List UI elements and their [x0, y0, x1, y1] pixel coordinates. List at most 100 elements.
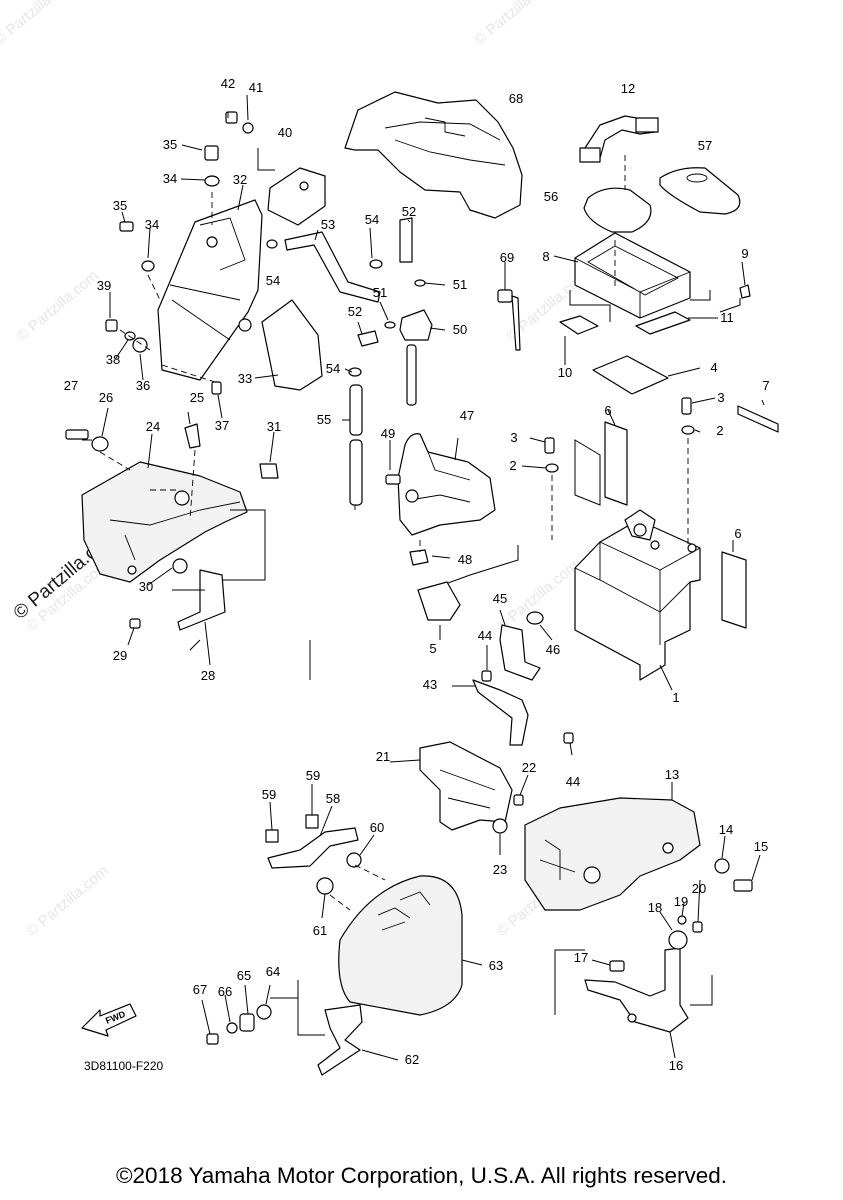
part-50-valve: [399, 309, 433, 406]
callout-39: 39: [97, 278, 111, 293]
part-43-bracket: [472, 679, 529, 746]
callout-66: 66: [218, 984, 232, 999]
leader-lines: [82, 94, 765, 1061]
callout-13: 13: [665, 767, 679, 782]
fwd-arrow-icon: FWD: [81, 1003, 137, 1037]
watermark-text: © Partzilla.com: [471, 0, 559, 49]
callout-12: 12: [621, 81, 635, 96]
part-61-grommet: [316, 877, 334, 895]
part-5-sheet: [417, 581, 461, 621]
callout-14: 14: [719, 822, 733, 837]
part-13-right-cover: [524, 797, 701, 911]
callout-58: 58: [326, 791, 340, 806]
callout-16: 16: [669, 1058, 683, 1073]
part-55-hose: [349, 384, 363, 506]
callout-56: 56: [544, 189, 558, 204]
callout-33: 33: [238, 371, 252, 386]
part-31-grommet: [259, 463, 279, 479]
callout-2: 2: [716, 423, 723, 438]
callout-36: 36: [136, 378, 150, 393]
callout-48: 48: [458, 552, 472, 567]
part-35-bolt: [119, 145, 219, 232]
callout-3: 3: [717, 390, 724, 405]
callout-50: 50: [453, 322, 467, 337]
part-47-tank: [397, 433, 496, 536]
part-48-grommet: [409, 549, 429, 566]
callout-24: 24: [146, 419, 160, 434]
part-62-bracket: [317, 1004, 363, 1076]
part-58-bracket: [267, 827, 359, 869]
callout-51: 51: [453, 277, 467, 292]
callout-53: 53: [321, 217, 335, 232]
part-15-bolt: [733, 879, 753, 892]
part-67-bolt: [206, 1033, 219, 1045]
part-3-bolt: [544, 397, 692, 454]
callout-labels: 1 2 2 3 3 4 5 6 6 7 8 9 10 11 12 13 14 1…: [64, 76, 770, 1073]
assembly-lines: [99, 155, 689, 911]
callout-20: 20: [692, 881, 706, 896]
callout-60: 60: [370, 820, 384, 835]
callout-35: 35: [163, 137, 177, 152]
callout-25: 25: [190, 390, 204, 405]
part-8-tray: [574, 232, 691, 319]
callout-9: 9: [741, 246, 748, 261]
callout-23: 23: [493, 862, 507, 877]
callout-29: 29: [113, 648, 127, 663]
part-51-clip: [384, 279, 426, 329]
callout-3: 3: [510, 430, 517, 445]
diagram-code: 3D81100-F220: [84, 1059, 163, 1073]
callout-46: 46: [546, 642, 560, 657]
part-64-grommet: [256, 1004, 272, 1020]
callout-61: 61: [313, 923, 327, 938]
callout-49: 49: [381, 426, 395, 441]
callout-68: 68: [509, 91, 523, 106]
callout-52: 52: [348, 304, 362, 319]
callout-2: 2: [509, 458, 516, 473]
callout-44: 44: [478, 628, 492, 643]
part-38-washer: [124, 331, 136, 341]
part-60-grommet: [346, 852, 362, 868]
part-65-collar: [239, 1013, 255, 1032]
part-14-washer: [714, 858, 730, 874]
part-54-clip: [266, 239, 383, 377]
part-44-bolt: [481, 670, 574, 744]
part-42-bolt: [225, 111, 238, 124]
callout-54: 54: [326, 361, 340, 376]
part-10-pad: [559, 315, 599, 335]
callout-59: 59: [262, 787, 276, 802]
callout-65: 65: [237, 968, 251, 983]
callout-63: 63: [489, 958, 503, 973]
part-17-bolt: [609, 960, 625, 972]
watermark-text: © Partzilla.com: [13, 267, 101, 345]
callout-34: 34: [145, 217, 159, 232]
callout-34: 34: [163, 171, 177, 186]
callout-30: 30: [139, 579, 153, 594]
part-20-bolt: [692, 921, 703, 933]
callout-8: 8: [542, 249, 549, 264]
callout-62: 62: [405, 1052, 419, 1067]
callout-38: 38: [106, 352, 120, 367]
callout-21: 21: [376, 749, 390, 764]
callout-59: 59: [306, 768, 320, 783]
part-52-fitting: [357, 217, 413, 347]
callout-22: 22: [522, 760, 536, 775]
callout-5: 5: [429, 641, 436, 656]
part-37-bolt: [211, 381, 222, 395]
part-12-strap: [579, 115, 659, 163]
part-33-cover: [261, 299, 323, 391]
callout-28: 28: [201, 668, 215, 683]
callout-51: 51: [373, 285, 387, 300]
copyright-notice: ©2018 Yamaha Motor Corporation, U.S.A. A…: [115, 1163, 728, 1188]
part-36-grommet: [132, 337, 148, 353]
callout-15: 15: [754, 839, 768, 854]
part-30-grommet: [172, 558, 188, 574]
part-53-hose: [284, 231, 381, 303]
part-46-clip: [526, 611, 544, 625]
part-26-grommet: [91, 436, 109, 452]
callout-35: 35: [113, 198, 127, 213]
part-59-nut: [265, 814, 319, 843]
part-34-washer: [141, 175, 220, 272]
callout-69: 69: [500, 250, 514, 265]
callout-55: 55: [317, 412, 331, 427]
